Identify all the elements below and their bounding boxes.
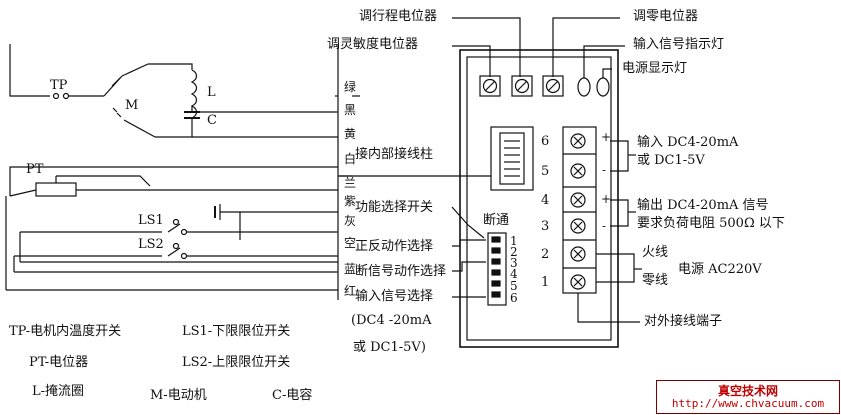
wire-color-label: 白 <box>344 152 357 166</box>
terminal-number: 6 <box>541 134 550 149</box>
pt-potentiometer-icon <box>35 182 77 197</box>
polarity-minus: - <box>602 219 607 233</box>
function-switch-label: 功能选择开关 <box>355 200 434 215</box>
power-bracket <box>596 253 635 283</box>
ls1-label: LS1 <box>138 213 164 228</box>
l-label: L <box>207 85 216 100</box>
leader-input-indicator <box>583 45 625 78</box>
input-bracket <box>610 140 629 172</box>
wire-color-label: 灰 <box>344 214 357 228</box>
terminal-number: 4 <box>541 193 550 208</box>
ls2-switch-icon <box>14 242 338 260</box>
dip-number: 3 <box>510 256 518 270</box>
ls1-switch-icon <box>20 218 338 236</box>
range-line1: (DC4 -20mA <box>351 313 432 328</box>
output-bracket <box>610 199 629 227</box>
input-indicator-lamp-icon <box>577 77 591 97</box>
polarity-plus: + <box>601 192 612 206</box>
dip-number: 2 <box>510 245 518 259</box>
internal-terminal-label: 接内部接线柱 <box>355 147 434 162</box>
input-select-label: 输入信号选择 <box>355 289 434 304</box>
power-indicator-label: 电源显示灯 <box>622 61 688 76</box>
dip-number: 6 <box>510 291 518 305</box>
off-on-label: 断通 <box>483 213 510 228</box>
legend-m: M-电动机 <box>150 388 207 403</box>
neutral-label: 零线 <box>642 273 669 288</box>
zero-pot-label: 调零电位器 <box>633 9 699 24</box>
watermark: 真空技术网 http://www.chvacuum.com <box>656 380 840 414</box>
controller-box-inner <box>466 56 612 341</box>
span-pot-icon <box>511 75 533 97</box>
leader-external-terminals <box>577 293 640 323</box>
zero-pot-icon <box>542 75 564 97</box>
wire-color-label: 空 <box>344 236 357 250</box>
dip-number: 1 <box>510 234 518 248</box>
dip-number: 5 <box>510 279 518 293</box>
sensitivity-pot-label: 调灵敏度电位器 <box>327 37 419 52</box>
external-terminal-strip <box>562 126 597 294</box>
power-indicator-lamp-icon <box>596 77 610 97</box>
dip-switch-block <box>487 232 507 306</box>
wire-color-label: 绿 <box>344 80 357 94</box>
leader-span-pot <box>452 17 521 77</box>
span-pot-label: 调行程电位器 <box>359 9 438 24</box>
legend-tp: TP-电机内温度开关 <box>9 324 122 339</box>
legend-l: L-掩流圈 <box>32 384 85 399</box>
legend-ls1: LS1-下限限位开关 <box>182 324 291 339</box>
ls2-label: LS2 <box>138 237 164 252</box>
input-note-2: 或 DC1-5V <box>637 153 705 168</box>
watermark-url[interactable]: http://www.chvacuum.com <box>671 397 825 410</box>
c-label: C <box>207 113 217 128</box>
dip-number: 4 <box>510 267 518 281</box>
polarity-minus: - <box>602 163 607 177</box>
wire-green <box>9 44 50 97</box>
power-supply-label: 电源 AC220V <box>678 262 762 277</box>
inductor-icon <box>190 69 198 119</box>
wire-color-label: 兰 <box>344 176 357 190</box>
internal-terminal-block-icon <box>490 126 534 191</box>
input-indicator-label: 输入信号指示灯 <box>633 37 725 52</box>
polarity-plus: + <box>601 130 612 144</box>
leader-power-indicator <box>602 68 612 78</box>
terminal-number: 1 <box>541 275 550 290</box>
legend-ls2: LS2-上限限位开关 <box>182 355 291 370</box>
wire-color-label: 黑 <box>344 103 357 117</box>
signal-loss-label: 断信号动作选择 <box>355 264 447 279</box>
signal-loss-bracket <box>452 261 486 272</box>
terminal-number: 3 <box>541 219 550 234</box>
wire-color-label: 红 <box>344 284 357 298</box>
leader-function-switch <box>451 206 485 239</box>
leader-sensitivity-pot <box>452 45 491 77</box>
leader-zero-pot <box>552 17 620 77</box>
wire-color-label: 蓝 <box>344 262 357 276</box>
input-note-1: 输入 DC4-20mA <box>637 135 739 150</box>
tp-label: TP <box>50 78 68 93</box>
pt-label: PT <box>26 162 44 177</box>
controller-box-outer <box>459 49 619 348</box>
wire-color-label: 黄 <box>344 127 357 141</box>
legend-c: C-电容 <box>272 388 313 403</box>
fwdrev-bracket <box>452 239 486 247</box>
terminal-number: 5 <box>541 164 550 179</box>
output-note-1: 输出 DC4-20mA 信号 <box>637 198 769 213</box>
sensitivity-pot-icon <box>479 75 501 97</box>
m-label: M <box>125 98 139 113</box>
terminal-number: 2 <box>541 247 550 262</box>
wire-color-label: 紫 <box>344 194 357 208</box>
watermark-title: 真空技术网 <box>717 384 778 398</box>
fwd-rev-label: 正反动作选择 <box>355 239 434 254</box>
external-terminal-label: 对外接线端子 <box>644 314 723 329</box>
live-label: 火线 <box>642 245 669 260</box>
range-line2: 或 DC1-5V) <box>353 340 426 355</box>
legend-pt: PT-电位器 <box>29 355 89 370</box>
output-note-2: 要求负荷电阻 500Ω 以下 <box>637 216 785 231</box>
wire-white <box>9 166 338 196</box>
